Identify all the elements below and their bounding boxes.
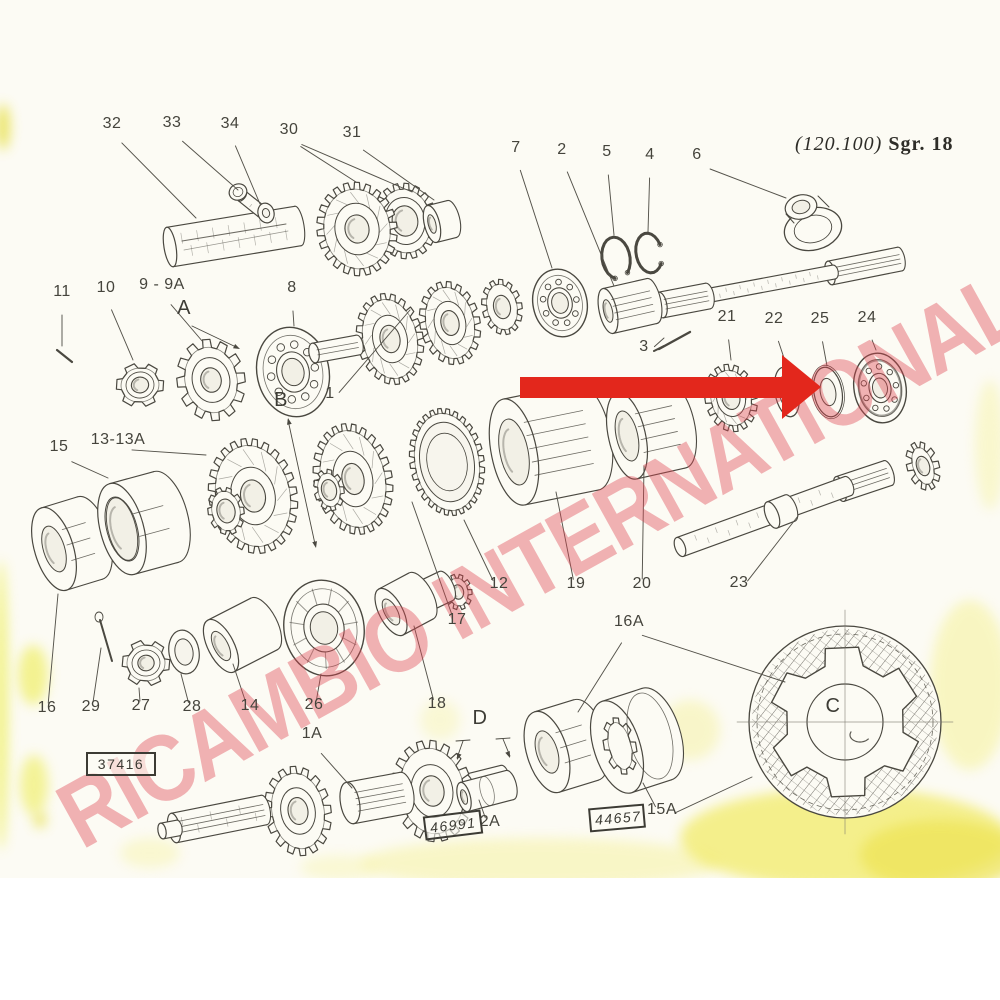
paper-stain [0,104,10,150]
part-callout-22: 22 [764,310,784,327]
part-callout-18: 18 [427,695,447,712]
part-callout-26: 26 [304,696,324,713]
part-callout-30: 30 [279,121,299,138]
part-callout-8: 8 [287,279,297,296]
part-callout-27: 27 [131,697,151,714]
part-callout-3: 3 [639,338,649,355]
part-callout-12: 12 [489,575,509,592]
part-callout-4: 4 [645,146,655,163]
part-callout-C: C [825,695,841,717]
part-callout-13-13A: 13-13A [90,431,146,448]
part-callout-19: 19 [566,575,586,592]
part-callout-17: 17 [447,611,467,628]
part-callout-B: B [274,389,288,411]
part-callout-16: 16 [37,699,57,716]
part-callout-15: 15 [49,438,69,455]
part-callout-D: D [472,707,488,729]
part-callout-29: 29 [81,698,101,715]
part-number-box-37416: 37416 [86,752,156,776]
page-bottom-margin [0,878,1000,1000]
paper-stain [975,380,1000,510]
part-number-box-44657: 44657 [588,803,646,833]
paper-stain [0,560,8,850]
part-callout-32: 32 [102,115,122,132]
part-callout-15A: 15A [647,801,677,818]
part-callout-10: 10 [96,279,116,296]
part-callout-1A: 1A [301,725,323,742]
catalog-code: (120.100) [795,133,883,155]
part-callout-6: 6 [692,146,702,163]
part-callout-21: 21 [717,308,737,325]
paper-stain [420,700,460,740]
part-callout-34: 34 [220,115,240,132]
part-callout-11: 11 [53,283,71,300]
part-callout-5: 5 [602,143,612,160]
part-callout-A: A [177,297,191,319]
part-callout-14: 14 [240,697,260,714]
part-callout-2A: 2A [479,813,501,830]
part-callout-7: 7 [511,139,521,156]
section-label: Sgr. 18 [888,133,954,155]
part-callout-2: 2 [557,141,567,158]
part-callout-9-9A: 9 - 9A [139,276,185,293]
part-callout-33: 33 [162,114,182,131]
part-callout-25: 25 [810,310,830,327]
part-callout-28: 28 [182,698,202,715]
paper-stain [300,855,380,880]
highlight-right-arrow-icon [520,355,821,419]
part-callout-20: 20 [632,575,652,592]
paper-stain [20,755,48,815]
part-callout-23: 23 [729,574,749,591]
paper-stain [930,600,1000,770]
paper-stain [34,812,46,828]
part-callout-24: 24 [857,309,877,326]
page-header: (120.100)Sgr. 18 [795,133,954,156]
part-callout-16A: 16A [614,613,644,630]
part-callout-1: 1 [325,385,335,402]
paper-stain [18,645,48,705]
part-callout-31: 31 [342,124,362,141]
paper-stain [120,838,180,868]
